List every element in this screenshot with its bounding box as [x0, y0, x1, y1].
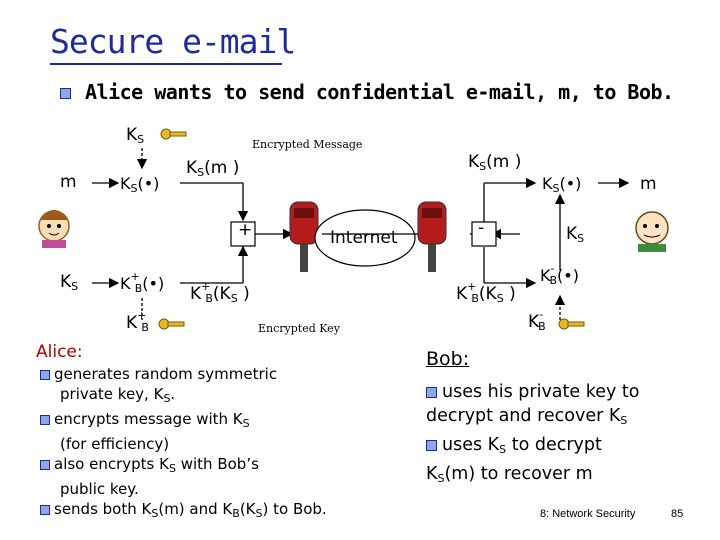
page-number: 85 [671, 508, 684, 520]
main-point: Alice wants to send confidential e-mail,… [85, 80, 674, 104]
bullet-icon [60, 88, 71, 99]
split-box [471, 221, 497, 247]
alice-steps: generates random symmetric private key, … [40, 364, 327, 524]
combine-box [230, 221, 256, 247]
footer-label: 8: Network Security [540, 508, 636, 520]
bob-step-2-cont: KS(m) to recover m [426, 464, 593, 485]
alice-step-1: generates random symmetric [40, 364, 327, 384]
message-m-left: m [60, 172, 77, 192]
alice-step-1-cont: private key, KS. [60, 385, 176, 405]
message-m-right: m [640, 174, 657, 194]
key-icon [158, 318, 185, 330]
bob-heading: Bob: [426, 348, 470, 370]
decrypt-kb-box: K-B(•) [540, 262, 579, 287]
kb-ks-label-left: K+B(KS ) [190, 280, 250, 305]
encrypted-message-label: Encrypted Message [252, 138, 363, 151]
alice-step-2: encrypts message with KS [40, 409, 327, 434]
bob-step-2: uses KS to decrypt [426, 433, 640, 462]
bob-step-1: uses his private key to [426, 380, 640, 404]
bullet-icon [426, 387, 437, 398]
alice-step-3-cont: public key. [60, 480, 139, 498]
bullet-icon [426, 440, 437, 451]
key-icon [558, 318, 585, 330]
bullet-icon [40, 415, 50, 425]
alice-step-3: also encrypts KS with Bob’s [40, 454, 327, 479]
encrypted-key-label: Encrypted Key [258, 322, 340, 335]
bullet-icon [40, 460, 50, 470]
mailbox-icon [289, 201, 319, 272]
key-kb-plus: K+B [126, 309, 149, 334]
encrypt-ks-box: KS(•) [120, 174, 160, 195]
key-ks-top: KS [126, 125, 145, 146]
alice-heading: Alice: [36, 342, 83, 362]
slide-title: Secure e-mail [50, 22, 296, 61]
plus-symbol: + [238, 220, 253, 240]
bullet-icon [40, 370, 50, 380]
key-ks-left: KS [60, 272, 79, 293]
ks-m-label-right: KS(m ) [468, 152, 522, 173]
key-kb-minus: K-B [528, 308, 546, 333]
bob-icon [635, 211, 669, 252]
bullet-icon [40, 505, 50, 515]
encrypt-kb-box: K+B(•) [120, 270, 165, 295]
internet-label: Internet [330, 228, 398, 248]
mailbox-icon [417, 201, 447, 272]
alice-icon [38, 210, 70, 248]
bob-steps: uses his private key to decrypt and reco… [426, 380, 640, 491]
ks-m-label-left: KS(m ) [186, 158, 240, 179]
title-underline [50, 63, 282, 65]
key-icon [160, 128, 187, 140]
decrypt-ks-box: KS(•) [542, 174, 582, 195]
alice-step-4: sends both KS(m) and KB(KS) to Bob. [40, 499, 327, 524]
bob-step-1-cont: decrypt and recover KS [426, 406, 628, 427]
key-ks-right: KS [566, 224, 585, 245]
internet-cloud [314, 209, 416, 267]
minus-symbol: - [478, 218, 485, 238]
alice-step-2-cont: (for efficiency) [60, 435, 170, 453]
kb-ks-label-right: K+B(KS ) [456, 280, 516, 305]
